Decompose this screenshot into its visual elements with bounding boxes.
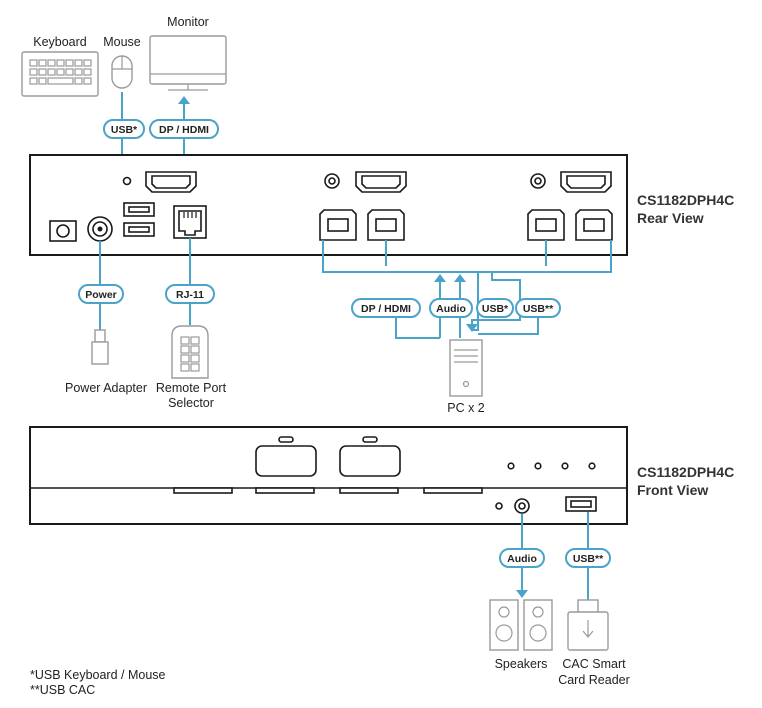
audio-pc-label: Audio <box>436 303 466 315</box>
speakers-icon <box>489 599 553 651</box>
usb-pc-arrow <box>466 324 478 332</box>
mouse-label: Mouse <box>103 35 141 49</box>
usb-b-pc2-b <box>575 209 613 241</box>
front-usb-port <box>565 496 597 512</box>
audio-pc-pill: Audio <box>429 298 473 318</box>
audio-front-pill: Audio <box>499 548 545 568</box>
pc-bus-outer <box>322 240 612 273</box>
remote-selector-label-1: Remote Port <box>156 381 227 395</box>
rear-led <box>122 176 132 186</box>
usb-kbd-pill: USB* <box>103 119 145 139</box>
usb-a-ports <box>123 202 155 237</box>
port-button-2 <box>339 436 401 477</box>
keyboard-label: Keyboard <box>33 35 87 49</box>
pc-label: PC x 2 <box>447 401 485 415</box>
front-tabs <box>173 487 483 494</box>
usb-kbd-label: USB* <box>111 124 138 136</box>
mouse-icon <box>111 55 133 89</box>
remote-selector-label-2: Selector <box>168 396 214 410</box>
cac-label-1: CAC Smart <box>562 657 626 671</box>
front-view-label: Front View <box>637 482 708 498</box>
cac-label-2: Card Reader <box>558 673 630 687</box>
power-jack <box>49 220 77 242</box>
rear-view-label: Rear View <box>637 210 704 226</box>
pc-tower-icon <box>449 339 483 397</box>
rj11-port <box>173 205 207 239</box>
remote-port-selector-icon <box>171 325 209 379</box>
front-panel <box>29 426 628 525</box>
front-leds <box>507 462 596 470</box>
hdmi-port-console <box>145 171 197 193</box>
speakers-label: Speakers <box>495 657 548 671</box>
power-adapter-label: Power Adapter <box>65 381 147 395</box>
usb-cac-pc-label: USB** <box>523 303 554 315</box>
usb-cac-pc-pill: USB** <box>515 298 561 318</box>
dp-monitor-arrow <box>178 96 190 104</box>
power-adapter-icon <box>91 329 109 365</box>
power-pill: Power <box>78 284 124 304</box>
monitor-label: Monitor <box>167 15 209 29</box>
dp-pc-label: DP / HDMI <box>361 303 411 315</box>
coax-port <box>87 216 113 242</box>
usb-b-pc2-a <box>527 209 565 241</box>
dp-monitor-pill: DP / HDMI <box>149 119 219 139</box>
usb-b-pc1-a <box>319 209 357 241</box>
usb-pc-label: USB* <box>482 303 509 315</box>
hdmi-port-pc1 <box>355 171 407 193</box>
dp-pc-arrow <box>434 274 446 282</box>
audio-pc-arrow <box>454 274 466 282</box>
cac-reader-icon <box>567 599 609 651</box>
audio-front-label: Audio <box>507 553 537 565</box>
footnote-2: **USB CAC <box>30 683 95 697</box>
front-audio-jack <box>514 498 530 514</box>
usb-b-pc1-b <box>367 209 405 241</box>
front-model: CS1182DPH4C <box>637 464 734 480</box>
rj11-pill: RJ-11 <box>165 284 215 304</box>
usb-cac-front-label: USB** <box>573 553 604 565</box>
usb-pc-wire <box>472 272 479 331</box>
rear-model: CS1182DPH4C <box>637 192 734 208</box>
power-label: Power <box>85 289 117 301</box>
port-button-1 <box>255 436 317 477</box>
monitor-icon <box>149 35 227 91</box>
front-led-audio <box>495 502 503 510</box>
footnote-1: *USB Keyboard / Mouse <box>30 668 166 682</box>
audio-jack-pc2 <box>530 173 546 189</box>
rj11-label: RJ-11 <box>176 289 204 301</box>
audio-jack-pc1 <box>324 173 340 189</box>
usb-cac-front-pill: USB** <box>565 548 611 568</box>
usb-pc-pill: USB* <box>476 298 514 318</box>
keyboard-icon <box>21 51 99 97</box>
dp-pc-pill: DP / HDMI <box>351 298 421 318</box>
dp-monitor-label: DP / HDMI <box>159 124 209 136</box>
hdmi-port-pc2 <box>560 171 612 193</box>
front-audio-arrow <box>516 590 528 598</box>
